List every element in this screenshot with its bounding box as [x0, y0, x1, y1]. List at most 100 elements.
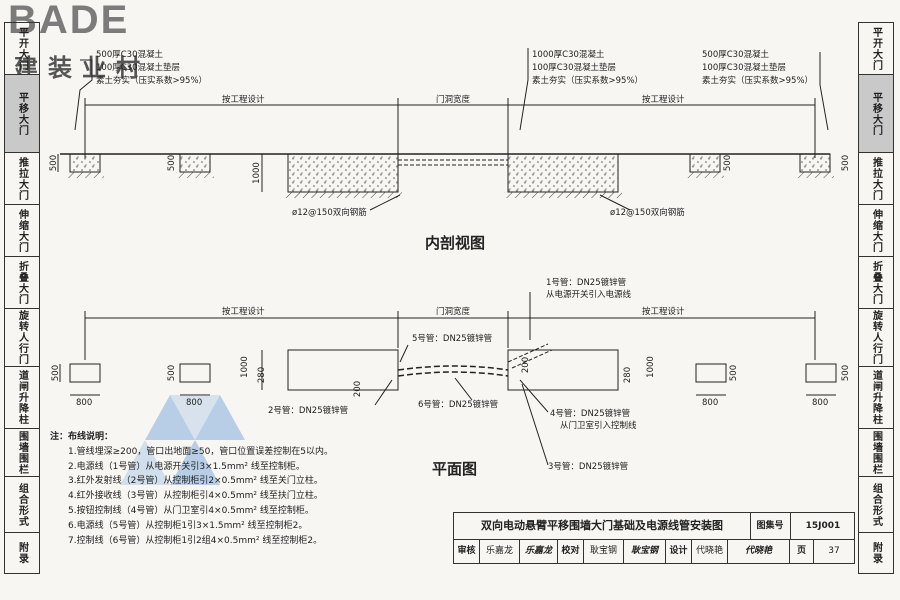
plan-280-left: 280 — [257, 366, 268, 384]
pipe-2-label: 2号管：DN25镀锌管 — [268, 406, 349, 416]
right-tab-strip: 平开大门 平移大门 推拉大门 伸缩大门 折叠大门 旋转人行门 道闸升降柱 围墙围… — [858, 22, 894, 574]
section-h500-left2: 500 — [167, 154, 178, 172]
tab-left-barrier-bollard[interactable]: 道闸升降柱 — [5, 367, 39, 429]
tab-label: 平开大门 — [870, 26, 882, 71]
note-item: 2.电源线（1号管）从电源开关引3×1.5mm² 线至控制柜。 — [68, 461, 305, 472]
plan-500-2: 500 — [167, 364, 178, 382]
tab-right-appendix[interactable]: 附录 — [859, 533, 893, 573]
title-block: 双向电动悬臂平移围墙大门基础及电源线管安装图 图集号 15J001 审核 乐嘉龙… — [453, 512, 855, 564]
tab-left-push-gate[interactable]: 推拉大门 — [5, 153, 39, 205]
section-rebar-right: ø12@150双向钢筋 — [610, 208, 685, 218]
plan-800-2: 800 — [186, 398, 203, 408]
checker-signature: 耿宝钢 — [624, 539, 666, 563]
tab-right-barrier-bollard[interactable]: 道闸升降柱 — [859, 367, 893, 429]
section-mid-label-1: 1000厚C30混凝土 — [532, 50, 605, 60]
section-dim-project-left: 按工程设计 — [222, 95, 265, 105]
plan-500-1: 500 — [51, 364, 62, 382]
designer-name: 代晓艳 — [692, 539, 728, 563]
tab-label: 组合形式 — [16, 482, 28, 527]
tab-left-revolving-door[interactable]: 旋转人行门 — [5, 309, 39, 367]
pipe-6-label: 6号管：DN25镀锌管 — [418, 400, 499, 410]
pipe-1-sub: 从电源开关引入电源线 — [546, 290, 632, 300]
left-tab-strip: 平开大门 平移大门 推拉大门 伸缩大门 折叠大门 旋转人行门 道闸升降柱 围墙围… — [4, 22, 40, 574]
tab-label: 附录 — [16, 542, 28, 564]
tab-label: 伸缩大门 — [16, 208, 28, 253]
tab-right-retractable-gate[interactable]: 伸缩大门 — [859, 205, 893, 257]
section-h500-right: 500 — [723, 154, 734, 172]
note-item: 5.按钮控制线（4号管）从门卫室引4×0.5mm² 线至控制柜。 — [68, 505, 314, 516]
tab-label: 围墙围栏 — [870, 430, 882, 475]
tab-left-appendix[interactable]: 附录 — [5, 533, 39, 573]
tab-label: 道闸升降柱 — [16, 370, 28, 425]
design-label: 设计 — [666, 539, 692, 563]
plan-800-3: 800 — [702, 398, 719, 408]
tab-label: 旋转人行门 — [16, 310, 28, 365]
tab-right-revolving-door[interactable]: 旋转人行门 — [859, 309, 893, 367]
notes-title: 注：布线说明： — [50, 432, 114, 442]
plan-500-4: 500 — [841, 364, 852, 382]
wiring-notes: 注：布线说明： 1.管线埋深≥200，管口出地面≥50，管口位置误差控制在5以内… — [50, 430, 333, 548]
tab-label: 平移大门 — [870, 91, 882, 136]
note-item: 3.红外发射线（2号管）从控制柜引2×0.5mm² 线至关门立柱。 — [68, 476, 323, 487]
note-item: 4.红外接收线（3号管）从控制柜引4×0.5mm² 线至扶门立柱。 — [68, 491, 323, 502]
section-left-label-3: 素土夯实（压实系数>95%） — [96, 76, 208, 86]
pipe-4-label: 4号管：DN25镀锌管 — [550, 409, 631, 419]
section-left-label-2: 100厚C30混凝土垫层 — [96, 63, 180, 73]
section-h500-right2: 500 — [841, 154, 852, 172]
section-dim-project-right: 按工程设计 — [642, 95, 685, 105]
section-right-label-3: 素土夯实（压实系数>95%） — [702, 76, 814, 86]
tab-left-swing-gate[interactable]: 平开大门 — [5, 23, 39, 75]
tab-right-fence[interactable]: 围墙围栏 — [859, 429, 893, 477]
section-mid-label-3: 素土夯实（压实系数>95%） — [532, 76, 644, 86]
pipe-4-sub: 从门卫室引入控制线 — [560, 421, 637, 431]
plan-dim-opening: 门洞宽度 — [436, 307, 471, 317]
note-item: 6.电源线（5号管）从控制柜1引3×1.5mm² 线至控制柜2。 — [68, 520, 308, 531]
tab-right-sliding-gate[interactable]: 平移大门 — [859, 75, 893, 153]
drawing-title: 双向电动悬臂平移围墙大门基础及电源线管安装图 — [454, 513, 751, 539]
tab-label: 折叠大门 — [16, 260, 28, 305]
note-item: 7.控制线（6号管）从控制柜1引2组4×0.5mm² 线至控制柜2。 — [68, 535, 323, 546]
reviewer-signature: 乐嘉龙 — [520, 539, 558, 563]
checker-name: 耿宝钢 — [584, 539, 624, 563]
plan-200-left: 200 — [353, 380, 364, 398]
plan-800-1: 800 — [76, 398, 93, 408]
plan-dim-project-left: 按工程设计 — [222, 307, 265, 317]
reviewer-name: 乐嘉龙 — [480, 539, 520, 563]
tab-label: 平移大门 — [16, 91, 28, 136]
tab-left-folding-gate[interactable]: 折叠大门 — [5, 257, 39, 309]
plan-500-3: 500 — [729, 364, 740, 382]
plan-200-right: 200 — [521, 356, 532, 374]
tab-right-combination[interactable]: 组合形式 — [859, 477, 893, 533]
tab-left-fence[interactable]: 围墙围栏 — [5, 429, 39, 477]
atlas-label: 图集号 — [750, 513, 791, 539]
pipe-1-label: 1号管：DN25镀锌管 — [546, 278, 627, 288]
page-number: 37 — [828, 546, 840, 556]
section-rebar-left: ø12@150双向钢筋 — [292, 208, 367, 218]
tab-right-swing-gate[interactable]: 平开大门 — [859, 23, 893, 75]
section-title: 内剖视图 — [425, 234, 486, 252]
review-label: 审核 — [454, 539, 480, 563]
tab-label: 推拉大门 — [870, 156, 882, 201]
tab-left-retractable-gate[interactable]: 伸缩大门 — [5, 205, 39, 257]
section-dim-opening: 门洞宽度 — [436, 95, 471, 105]
pipe-5-label: 5号管：DN25镀锌管 — [412, 334, 493, 344]
tab-label: 平开大门 — [16, 26, 28, 71]
plan-280-right: 280 — [623, 366, 634, 384]
tab-left-combination[interactable]: 组合形式 — [5, 477, 39, 533]
atlas-number: 15J001 — [805, 521, 841, 531]
plan-1000-left: 1000 — [239, 356, 250, 378]
tab-right-folding-gate[interactable]: 折叠大门 — [859, 257, 893, 309]
tab-left-sliding-gate[interactable]: 平移大门 — [5, 75, 39, 153]
tab-label: 旋转人行门 — [870, 310, 882, 365]
pipe-3-label: 3号管：DN25镀锌管 — [548, 462, 629, 472]
tab-label: 折叠大门 — [870, 260, 882, 305]
plan-dim-project-right: 按工程设计 — [642, 307, 685, 317]
plan-1000-right: 1000 — [645, 356, 656, 378]
tab-right-push-gate[interactable]: 推拉大门 — [859, 153, 893, 205]
section-right-label-2: 100厚C30混凝土垫层 — [702, 63, 786, 73]
tab-label: 围墙围栏 — [16, 430, 28, 475]
section-h1000-left: 1000 — [251, 162, 262, 184]
tab-label: 推拉大门 — [16, 156, 28, 201]
bade-logo: BADE — [8, 0, 130, 42]
